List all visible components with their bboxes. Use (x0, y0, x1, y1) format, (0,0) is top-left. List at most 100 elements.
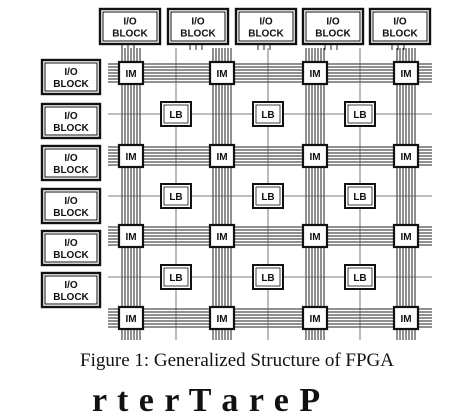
interconnect-matrix-border (392, 60, 420, 86)
logic-block-inner-border (163, 267, 189, 287)
interconnect-matrix-border (117, 60, 145, 86)
interconnect-matrix: IM (392, 223, 420, 249)
interconnect-matrix: IM (117, 223, 145, 249)
io-block-label-top: I/O (64, 196, 78, 207)
interconnect-matrix: IM (117, 60, 145, 86)
left-io-blocks: I/OBLOCKI/OBLOCKI/OBLOCKI/OBLOCKI/OBLOCK… (40, 58, 102, 309)
logic-block-inner-border (255, 186, 281, 206)
logic-block-inner-border (163, 186, 189, 206)
interconnect-matrix-border (301, 223, 329, 249)
interconnect-matrix: IM (117, 305, 145, 331)
interconnect-matrix: IM (208, 143, 236, 169)
interconnect-matrix-border (301, 305, 329, 331)
io-block-label-top: I/O (393, 17, 407, 28)
interconnect-matrix-border (117, 223, 145, 249)
logic-block-inner-border (163, 104, 189, 124)
interconnect-matrix-label: IM (309, 232, 320, 243)
io-block-label-bottom: BLOCK (53, 292, 89, 303)
io-block-label-bottom: BLOCK (53, 208, 89, 219)
interconnect-matrix: IM (392, 60, 420, 86)
interconnect-matrix-border (208, 143, 236, 169)
interconnect-matrix-border (208, 305, 236, 331)
logic-block-inner-border (347, 267, 373, 287)
interconnect-matrices: IM IM IM IM IM IM IM IM IM IM IM IM IM IM IM IM (117, 60, 420, 331)
io-block-inner-border (44, 191, 98, 221)
interconnect-matrix: IM (301, 60, 329, 86)
interconnect-matrix-border (392, 143, 420, 169)
logic-block-inner-border (255, 104, 281, 124)
interconnect-matrix-label: IM (400, 314, 411, 325)
interconnect-matrix-label: IM (309, 152, 320, 163)
interconnect-matrix-label: IM (216, 232, 227, 243)
interconnect-matrix-label: IM (125, 232, 136, 243)
interconnect-matrix-border (301, 60, 329, 86)
interconnect-matrix-label: IM (309, 69, 320, 80)
logic-block: LB (160, 264, 192, 290)
interconnect-matrix: IM (301, 143, 329, 169)
interconnect-matrix-label: IM (400, 69, 411, 80)
io-block-label-bottom: BLOCK (53, 79, 89, 90)
io-block-inner-border (372, 11, 428, 42)
io-block-label-bottom: BLOCK (180, 29, 216, 40)
logic-block-inner-border (347, 186, 373, 206)
io-block-inner-border (44, 275, 98, 305)
interconnect-matrix-label: IM (125, 152, 136, 163)
logic-block: LB (344, 264, 376, 290)
interconnect-matrix: IM (208, 305, 236, 331)
io-block-inner-border (44, 106, 98, 136)
io-block-inner-border (44, 148, 98, 178)
io-block-label-bottom: BLOCK (53, 250, 89, 261)
logic-block: LB (160, 101, 192, 127)
io-block-label-top: I/O (64, 67, 78, 78)
interconnect-matrix-label: IM (125, 69, 136, 80)
logic-block: LB (344, 183, 376, 209)
interconnect-matrix-label: IM (400, 232, 411, 243)
io-block-inner-border (238, 11, 294, 42)
io-block-inner-border (305, 11, 361, 42)
io-block-label-bottom: BLOCK (315, 29, 351, 40)
io-block-label-top: I/O (326, 17, 340, 28)
logic-block: LB (252, 264, 284, 290)
io-block-inner-border (44, 62, 98, 92)
interconnect-matrix: IM (208, 60, 236, 86)
io-block-label-top: I/O (64, 111, 78, 122)
io-block-inner-border (44, 233, 98, 263)
cut-off-heading: r t e r T a r e P (92, 382, 322, 419)
interconnect-matrix-border (208, 60, 236, 86)
interconnect-matrix-label: IM (400, 152, 411, 163)
interconnect-matrix-border (117, 143, 145, 169)
interconnect-matrix: IM (208, 223, 236, 249)
interconnect-matrix: IM (392, 305, 420, 331)
interconnect-matrix: IM (117, 143, 145, 169)
io-block-label-bottom: BLOCK (382, 29, 418, 40)
io-block-label-bottom: BLOCK (53, 123, 89, 134)
interconnect-matrix-label: IM (216, 314, 227, 325)
interconnect-matrix-border (392, 223, 420, 249)
io-block-label-bottom: BLOCK (53, 165, 89, 176)
interconnect-matrix-label: IM (216, 69, 227, 80)
logic-block-inner-border (347, 104, 373, 124)
io-block-label-top: I/O (123, 17, 137, 28)
logic-block-label: LB (261, 110, 274, 121)
io-block-label-top: I/O (64, 280, 78, 291)
logic-block-label: LB (353, 273, 366, 284)
interconnect-matrix: IM (301, 223, 329, 249)
logic-block-label: LB (261, 192, 274, 203)
interconnect-matrix-label: IM (309, 314, 320, 325)
fpga-structure-diagram: I/OBLOCKI/OBLOCKI/OBLOCKI/OBLOCKI/OBLOCK… (40, 7, 432, 340)
io-block-inner-border (102, 11, 158, 42)
interconnect-matrix-label: IM (125, 314, 136, 325)
logic-block: LB (252, 101, 284, 127)
